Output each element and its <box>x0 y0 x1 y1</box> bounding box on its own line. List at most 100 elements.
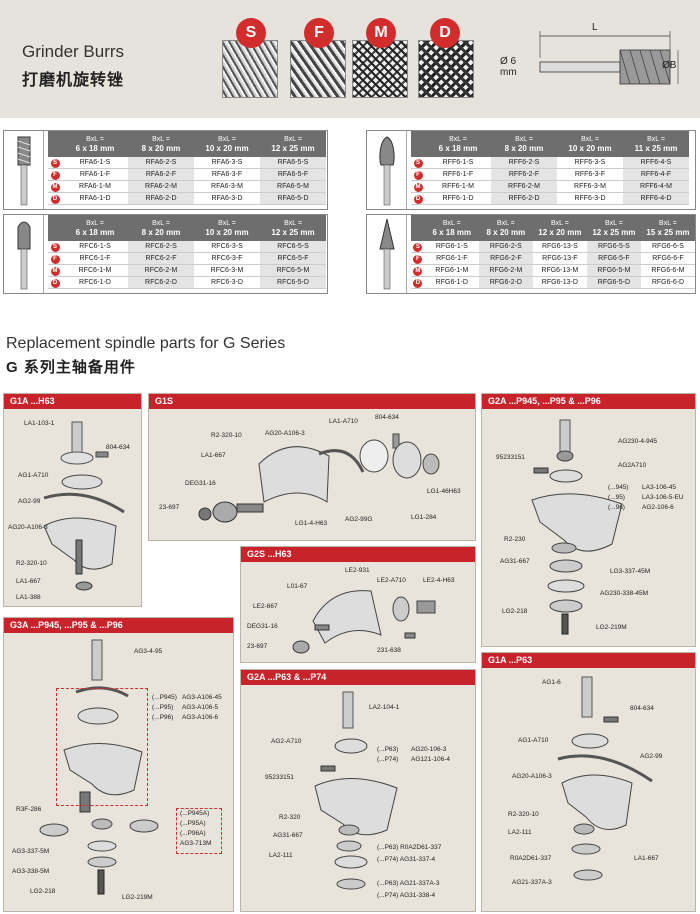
part-number-cell: RFC6-1-D <box>62 276 128 289</box>
part-label: (...P63) AG21-337A-3 <box>377 880 440 887</box>
part-label: R2-320-10 <box>508 811 539 818</box>
table-header-cell: BxL =6 x 18 mm <box>62 131 128 157</box>
part-number-cell: RFA6-1-M <box>62 180 128 193</box>
part-number-cell: RFF6-4-M <box>623 180 689 193</box>
part-label: LA1-667 <box>16 578 41 585</box>
part-number-cell: RFF6-4-F <box>623 168 689 181</box>
table-header-cell: BxL =10 x 20 mm <box>194 131 260 157</box>
cut-sample-f <box>290 40 346 98</box>
part-label: R2-320-10 <box>211 432 242 439</box>
part-number-cell: RFG6-13-S <box>532 241 587 253</box>
part-label: AG3-4-95 <box>134 648 163 655</box>
part-number-cell: RFA6-5-M <box>260 180 326 193</box>
table-header-cell: BxL =15 x 25 mm <box>640 215 695 241</box>
part-label: (...P74) AG31-337-4 <box>377 856 436 863</box>
part-number-cell: RFA6-3-S <box>194 157 260 169</box>
table-header-cell: BxL =12 x 25 mm <box>586 215 641 241</box>
part-label: AG2-99G <box>345 516 373 523</box>
header-label: BxL = <box>218 135 236 143</box>
cut-type-dot: D <box>50 195 60 204</box>
header-label: BxL = <box>515 135 533 143</box>
part-number-cell: RFF6-3-M <box>557 180 623 193</box>
part-label: (...P945A) <box>180 810 210 817</box>
part-label: AG31-667 <box>500 558 530 565</box>
part-label: AG2-99 <box>18 498 41 505</box>
part-number-cell: RFC6-1-M <box>62 264 128 277</box>
cut-type-key: S <box>48 241 62 253</box>
part-label: AG21-337A-3 <box>512 879 552 886</box>
dim-b-label: ØB <box>662 60 677 71</box>
table-header-cell: BxL =11 x 25 mm <box>623 131 689 157</box>
part-label: AG2-99 <box>640 753 663 760</box>
part-label: LG2-219M <box>596 624 627 631</box>
part-label: AG20-A106-3 <box>265 430 305 437</box>
part-number-cell: RFA6-3-M <box>194 180 260 193</box>
cut-type-key: M <box>411 264 425 277</box>
header-label: BxL = <box>152 219 170 227</box>
exploded-parts-drawing <box>39 639 159 895</box>
cut-type-key: S <box>411 241 425 253</box>
part-label: L01-67 <box>287 583 308 590</box>
part-label: LE2-667 <box>253 603 278 610</box>
part-number-cell: RFG6-5-S <box>586 241 641 253</box>
cut-badge-f: F <box>304 18 334 48</box>
part-label: LE2-A710 <box>377 577 406 584</box>
part-label: LA3-106-45 <box>642 484 676 491</box>
table-header-cell: BxL =8 x 20 mm <box>128 215 194 241</box>
part-number-cell: RFC6-1-F <box>62 252 128 265</box>
burr-pointed-tree-image <box>367 215 407 293</box>
part-number-cell: RFA6-1-D <box>62 192 128 205</box>
part-label: LA3-106-5-EU <box>642 494 684 501</box>
part-label: LG2-218 <box>30 888 56 895</box>
exploded-parts-drawing <box>557 676 653 881</box>
table-header-corner <box>48 215 62 241</box>
header-size: 12 x 20 mm <box>538 227 582 237</box>
header-size: 10 x 20 mm <box>568 143 612 153</box>
table-header-cell: BxL =6 x 18 mm <box>424 215 479 241</box>
part-number-cell: RFG6-6-S <box>640 241 695 253</box>
header-label: BxL = <box>284 219 302 227</box>
part-number-cell: RFA6-5-D <box>260 192 326 205</box>
panel-g2a-p63: G2A ...P63 & ...P74 LA2-104-1 AG2-A710 (… <box>240 669 476 912</box>
part-label: AG3-713M <box>180 840 212 847</box>
header-size: 11 x 25 mm <box>634 143 678 153</box>
part-label: AG20-A106-3 <box>512 773 552 780</box>
title-cn: 打磨机旋转锉 <box>22 72 125 89</box>
part-number-cell: RFA6-2-M <box>128 180 194 193</box>
cut-type-key: F <box>411 252 425 265</box>
header-label: BxL = <box>647 135 665 143</box>
cut-type-dot: F <box>413 171 423 180</box>
part-number-cell: RFC6-1-S <box>62 241 128 253</box>
part-number-cell: RFG6-5-D <box>586 276 641 289</box>
part-label: R0A2D61-337 <box>510 855 552 862</box>
part-number-cell: RFF6-3-F <box>557 168 623 181</box>
part-label: LG1-284 <box>411 514 437 521</box>
header-size: 6 x 18 mm <box>438 143 478 153</box>
panel-g1a-p63: G1A ...P63 AG1-6 804-634 AG1-A710 AG2-99… <box>481 652 696 912</box>
part-label: LE2-931 <box>345 567 370 574</box>
part-label: AG1-A710 <box>18 472 49 479</box>
part-number-cell: RFF6-2-S <box>491 157 557 169</box>
part-label: LA1-667 <box>634 855 659 862</box>
header-label: BxL = <box>550 219 569 227</box>
header-label: BxL = <box>604 219 623 227</box>
part-number-cell: RFC6-5-M <box>260 264 326 277</box>
part-number-cell: RFG6-13-M <box>532 264 587 277</box>
header-label: BxL = <box>86 135 104 143</box>
part-label: AG3-A106-45 <box>182 694 222 701</box>
part-label: AG2A710 <box>618 462 647 469</box>
part-number-cell: RFA6-2-S <box>128 157 194 169</box>
cut-type-dot: S <box>50 159 60 168</box>
header-size: 8 x 20 mm <box>504 143 544 153</box>
table-header-cell: BxL =10 x 20 mm <box>194 215 260 241</box>
part-label: (...P945) <box>152 694 177 701</box>
